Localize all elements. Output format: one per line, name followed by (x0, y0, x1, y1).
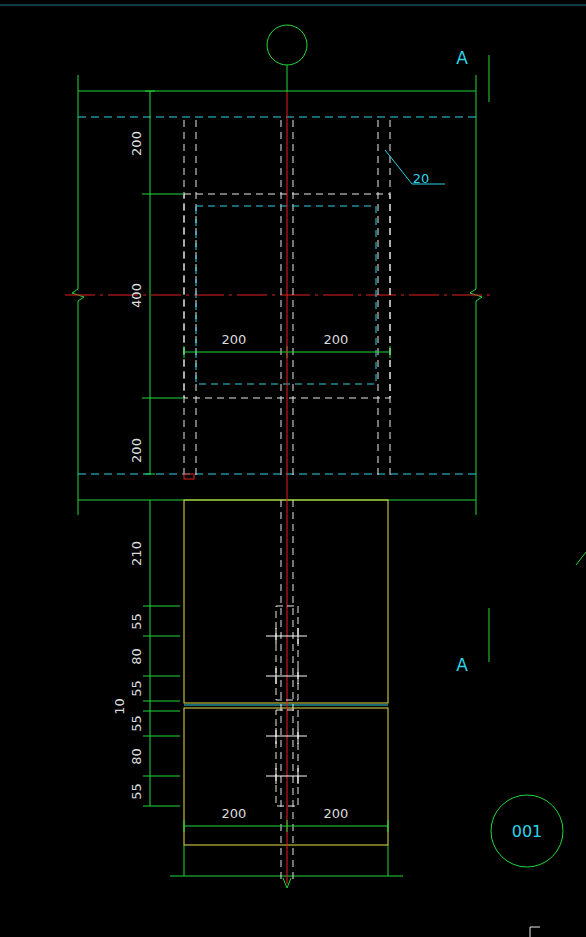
dimension-text: 200 (222, 333, 247, 346)
detail-bubble: 001 (490, 794, 564, 868)
dimension-text: 200 (129, 438, 142, 463)
dimension-text: 55 (129, 680, 142, 697)
dimension-text: 200 (129, 131, 142, 156)
dimension-text: 80 (129, 748, 142, 765)
dimension-text: 55 (129, 715, 142, 732)
dimension-text: 10 (112, 698, 125, 715)
dimension-text: 55 (129, 783, 142, 800)
dimension-text: 200 (222, 807, 247, 820)
dimension-text: 80 (129, 648, 142, 665)
dimension-text: 400 (129, 283, 142, 308)
section-mark: A (456, 657, 468, 674)
section-mark: A (456, 50, 468, 67)
callout-number: 20 (413, 172, 430, 185)
dimension-text: 210 (129, 541, 142, 566)
dimension-text: 200 (324, 807, 349, 820)
dimension-text: 200 (324, 333, 349, 346)
axis-bubble (267, 25, 307, 65)
dimension-text: 55 (129, 613, 142, 630)
detail-number: 001 (512, 822, 543, 841)
